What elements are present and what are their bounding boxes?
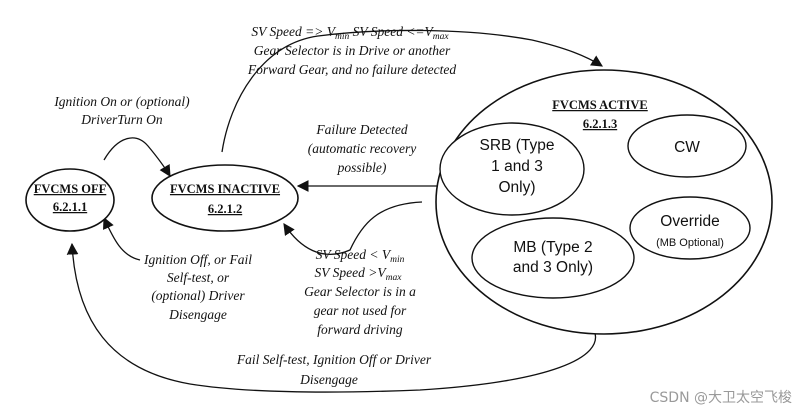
label-inactive-to-active-line3: Forward Gear, and no failure detected — [247, 62, 456, 77]
state-fvcms-off — [25, 168, 115, 232]
state-off-label: FVCMS OFF — [34, 182, 107, 196]
label-inactive-to-active-line1: SV Speed => Vmin SV Speed <=Vmax — [251, 24, 449, 42]
substate-srb-line2: 1 and 3 — [491, 158, 543, 175]
state-inactive-ref: 6.2.1.2 — [208, 202, 242, 216]
label-inactive-to-off-line1: Ignition Off, or Fail — [143, 252, 252, 267]
substate-override — [629, 196, 751, 260]
label-failure-line3: possible) — [337, 160, 387, 175]
substate-cw-label: CW — [674, 139, 700, 156]
label-speed-line4: gear not used for — [314, 303, 407, 318]
state-inactive-label: FVCMS INACTIVE — [170, 182, 280, 196]
label-failure-line1: Failure Detected — [315, 122, 408, 137]
arrow-active-to-off — [66, 242, 597, 393]
watermark: CSDN @大卫太空飞梭 — [650, 389, 792, 406]
substate-srb-line3: Only) — [498, 179, 535, 196]
substate-mb-line2: and 3 Only) — [513, 259, 593, 276]
substate-srb — [439, 122, 585, 216]
state-active-label: FVCMS ACTIVE — [552, 98, 648, 112]
label-inactive-to-active-line2: Gear Selector is in Drive or another — [254, 43, 451, 58]
arrow-inactive-to-active — [221, 29, 603, 153]
label-active-to-off-line2: Disengage — [299, 372, 358, 387]
label-active-to-off-line1: Fail Self-test, Ignition Off or Driver — [236, 352, 432, 367]
substate-mb — [471, 217, 635, 299]
label-speed-line5: forward driving — [317, 322, 403, 337]
label-speed-line1: SV Speed < Vmin — [316, 247, 405, 265]
label-failure-line2: (automatic recovery — [308, 141, 417, 156]
label-off-to-inactive-line2: DriverTurn On — [80, 112, 163, 127]
substate-override-note: (MB Optional) — [656, 237, 724, 249]
label-off-to-inactive-line1: Ignition On or (optional) — [53, 94, 190, 109]
substate-override-label: Override — [660, 213, 719, 230]
arrow-inactive-to-off — [103, 216, 141, 261]
substate-mb-line1: MB (Type 2 — [513, 239, 592, 256]
label-speed-line2: SV Speed >Vmax — [315, 265, 403, 283]
substate-srb-line1: SRB (Type — [480, 137, 555, 154]
label-inactive-to-off-line3: (optional) Driver — [151, 288, 245, 303]
state-active-ref: 6.2.1.3 — [583, 117, 617, 131]
arrow-off-to-inactive — [103, 137, 171, 178]
label-speed-line3: Gear Selector is in a — [304, 284, 416, 299]
state-off-ref: 6.2.1.1 — [53, 200, 87, 214]
arrow-active-speed-to-inactive — [283, 201, 423, 255]
state-fvcms-inactive — [151, 164, 299, 232]
label-inactive-to-off-line4: Disengage — [168, 307, 227, 322]
substate-cw — [627, 114, 747, 178]
label-inactive-to-off-line2: Self-test, or — [167, 270, 230, 285]
